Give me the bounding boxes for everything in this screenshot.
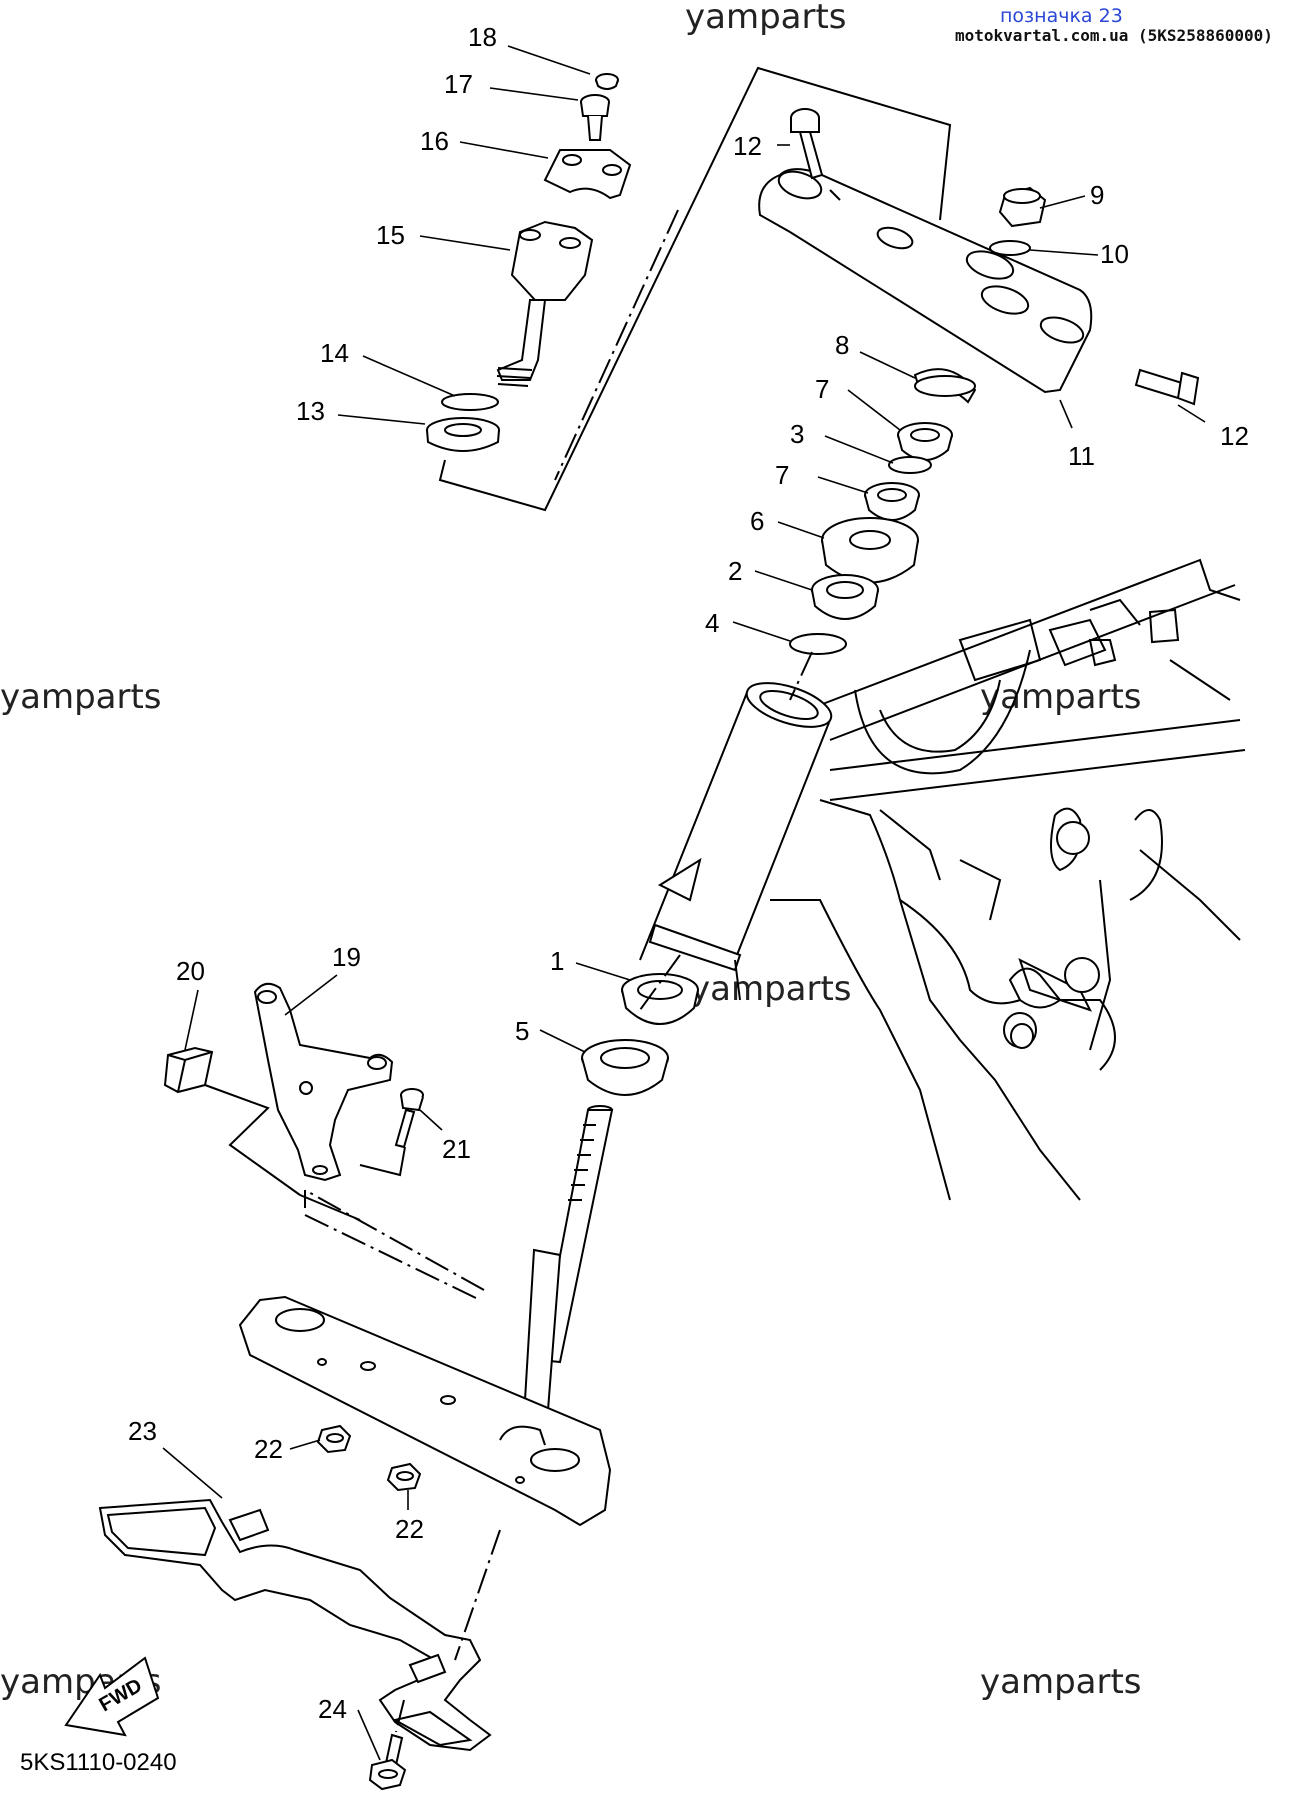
- callout-15: 15: [376, 220, 405, 250]
- center-line-upper: [554, 209, 679, 481]
- nut-9: [998, 186, 1047, 228]
- callout-14: 14: [320, 338, 349, 368]
- callout-20: 20: [176, 956, 205, 986]
- center-line-bolt24: [395, 1699, 405, 1733]
- callout-23: 23: [128, 1416, 157, 1446]
- callout-12-upper: 12: [733, 131, 762, 161]
- watermark-bottom-right: yamparts: [980, 1662, 1142, 1702]
- callout-7a: 7: [815, 374, 829, 404]
- callout-4: 4: [705, 608, 719, 638]
- callout-24: 24: [318, 1694, 347, 1724]
- center-line-bearings: [789, 651, 813, 701]
- bearing-cover-6: [821, 517, 919, 584]
- bearing-1: [621, 973, 699, 1025]
- site-subtitle: motokvartal.com.ua (5KS258860000): [955, 26, 1273, 45]
- callout-18: 18: [468, 22, 497, 52]
- bolt-17: [580, 94, 610, 141]
- cap-18: [595, 73, 619, 90]
- nut-22a: [316, 1424, 352, 1454]
- callout-22a: 22: [254, 1434, 283, 1464]
- upper-bracket: [758, 168, 1093, 394]
- bolt-24: [368, 1733, 407, 1791]
- watermark-center: yamparts: [690, 969, 852, 1009]
- nut-22b: [386, 1462, 422, 1492]
- washer-3: [888, 456, 932, 474]
- callout-22b: 22: [395, 1514, 424, 1544]
- washer-10: [989, 240, 1031, 256]
- callout-9: 9: [1090, 180, 1104, 210]
- race-4: [789, 633, 847, 655]
- callout-19: 19: [332, 942, 361, 972]
- callout-10: 10: [1100, 239, 1129, 269]
- callout-11: 11: [1068, 441, 1095, 471]
- leader-lines: [162, 45, 1206, 1761]
- frame: [770, 558, 1246, 1201]
- stay-19: [253, 982, 394, 1182]
- head-tube: [639, 682, 833, 1001]
- watermark-right: yamparts: [980, 677, 1142, 717]
- callout-21: 21: [442, 1134, 471, 1164]
- callout-16: 16: [420, 126, 449, 156]
- damper-13: [426, 417, 500, 452]
- center-line-stay: [304, 1214, 481, 1301]
- callout-6: 6: [750, 506, 764, 536]
- bolt-12-upper: [790, 108, 824, 180]
- lock-washer-8: [913, 368, 977, 404]
- callout-1: 1: [550, 946, 564, 976]
- site-title: позначка 23: [1000, 5, 1123, 27]
- callout-5: 5: [515, 1016, 529, 1046]
- guard-23: [98, 1498, 492, 1752]
- callout-3: 3: [790, 419, 804, 449]
- diagram-code: 5KS1110-0240: [20, 1749, 177, 1776]
- center-line-stem: [304, 1189, 485, 1291]
- callout-8: 8: [835, 330, 849, 360]
- center-line-guard: [454, 1529, 501, 1661]
- callout-17: 17: [444, 69, 473, 99]
- ring-nut-7b: [864, 482, 920, 521]
- lower-holder-15: [496, 220, 594, 387]
- upper-holder-16: [543, 149, 632, 200]
- callout-7b: 7: [775, 460, 789, 490]
- under-bracket: [238, 1295, 612, 1527]
- watermark-top: yamparts: [685, 0, 847, 37]
- watermark-left: yamparts: [0, 677, 162, 717]
- handlebar-holder-bracket-frame: [438, 66, 952, 512]
- center-line-lower: [639, 954, 681, 1011]
- bearing-2: [811, 574, 879, 620]
- washer-14: [441, 393, 499, 411]
- ring-nut-7a: [897, 422, 953, 461]
- bolt-21: [394, 1088, 424, 1149]
- ref-lines-stay: [204, 1084, 406, 1221]
- steering-stem: [499, 1105, 614, 1439]
- bolt-12-right: [1134, 368, 1200, 406]
- oil-seal-5: [581, 1039, 669, 1096]
- callout-13: 13: [296, 396, 325, 426]
- callout-12-right: 12: [1220, 421, 1249, 451]
- callout-2: 2: [728, 556, 742, 586]
